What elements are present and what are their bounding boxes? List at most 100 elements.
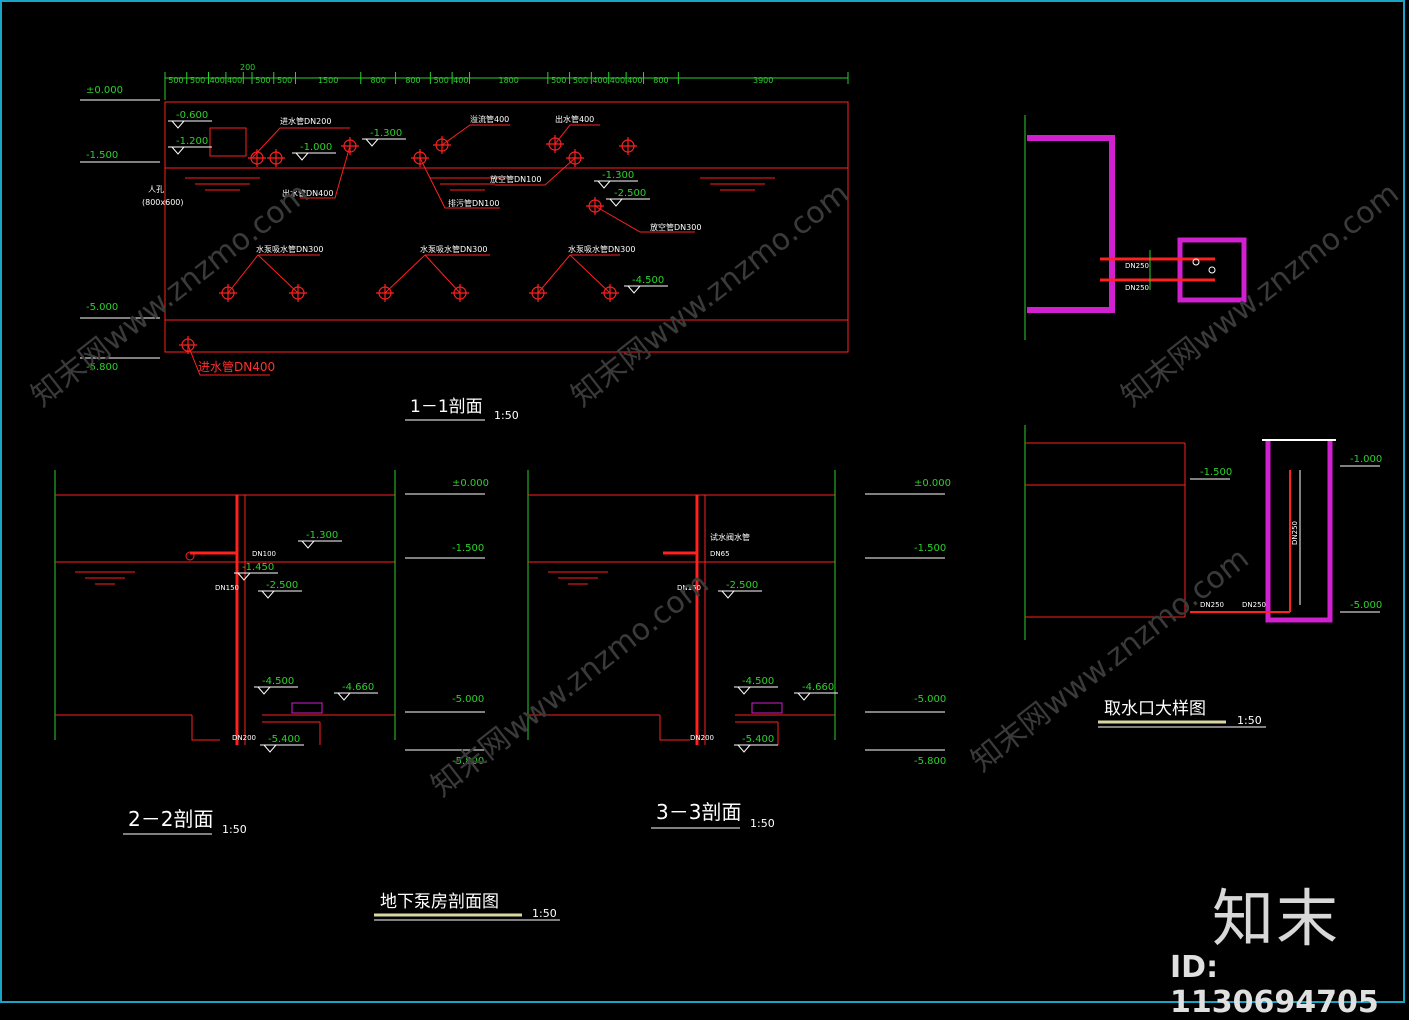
level-5000-22: -5.000 — [452, 694, 484, 705]
manhole-label: 人孔 — [148, 185, 164, 194]
manhole-size: (800x600) — [142, 198, 184, 207]
level-marker — [257, 686, 271, 695]
dim-label: 400 — [592, 76, 607, 85]
level-value: -5.400 — [268, 734, 300, 745]
level-value: -4.500 — [632, 275, 664, 286]
level-value: -1.300 — [370, 128, 402, 139]
level-1500: -1.500 — [86, 150, 118, 161]
level-marker — [263, 744, 277, 753]
level-marker — [721, 590, 735, 599]
dim-label: 500 — [168, 76, 183, 85]
pipe-label: 出水管DN400 — [282, 188, 333, 198]
dn-label: DN65 — [710, 550, 730, 558]
pipe-label: 排污管DN100 — [448, 198, 499, 208]
level-value: -1.000 — [300, 142, 332, 153]
section-3-3: 试水阀水管 -2.500-4.500-4.660-5.400DN65DN150D… — [527, 470, 951, 830]
level-marker — [295, 152, 309, 161]
level-5800-22: -5.800 — [452, 756, 484, 767]
dn-label: DN150 — [677, 584, 701, 592]
dim-label: 400 — [210, 76, 225, 85]
intake-title: 取水口大样图 — [1104, 699, 1206, 719]
level-marker — [301, 540, 315, 549]
level-marker — [737, 744, 751, 753]
level-5800: -5.800 — [86, 362, 118, 373]
level-value: -2.500 — [266, 580, 298, 591]
section-2-2: -1.300-1.450-2.500-4.500-4.660-5.400DN10… — [54, 470, 489, 836]
section-2-2-scale: 1:50 — [222, 823, 247, 836]
valve-label: 试水阀水管 — [710, 532, 750, 542]
level-value: -1.200 — [176, 136, 208, 147]
dim-label: 200 — [240, 63, 255, 72]
dn-label: DN200 — [690, 734, 714, 742]
level-marker — [597, 180, 611, 189]
level-5000: -5.000 — [86, 302, 118, 313]
level-marker — [171, 146, 185, 155]
dim-label: 3900 — [753, 76, 773, 85]
level-1500-22: -1.500 — [452, 543, 484, 554]
dim-label: 500 — [277, 76, 292, 85]
level-marker — [797, 692, 811, 701]
section-1-1-scale: 1:50 — [494, 409, 519, 422]
level-value: -4.660 — [802, 682, 834, 693]
intake-scale: 1:50 — [1237, 714, 1262, 727]
pipe-label: 水泵吸水管DN300 — [256, 244, 323, 254]
watermark-logo: 知末 — [1212, 882, 1341, 955]
drawing-scale: 1:50 — [532, 907, 557, 920]
level-marker — [609, 198, 623, 207]
level-marker — [337, 692, 351, 701]
dn-label: DN100 — [252, 550, 276, 558]
pipe-label: 进水管DN200 — [280, 116, 331, 126]
intake-level-3: -5.000 — [1350, 600, 1382, 611]
intake-dn-4: DN250 — [1242, 601, 1266, 609]
level-5000-33: -5.000 — [914, 694, 946, 705]
intake-level-2: -1.000 — [1350, 454, 1382, 465]
level-value: -5.400 — [742, 734, 774, 745]
level-5800-33: -5.800 — [914, 756, 946, 767]
watermark-id: ID: 1130694705 — [1170, 950, 1379, 1020]
section-2-2-title: 2－2剖面 — [128, 807, 213, 831]
level-value: -2.500 — [726, 580, 758, 591]
section-1-1-title: 1－1剖面 — [410, 397, 483, 417]
level-value: -4.660 — [342, 682, 374, 693]
pipe-label: 进水管DN400 — [198, 359, 275, 374]
level-marker — [237, 572, 251, 581]
level-marker — [171, 120, 185, 129]
level-value: -0.600 — [176, 110, 208, 121]
intake-dn-2: DN250 — [1125, 284, 1149, 292]
dim-label: 800 — [371, 76, 386, 85]
intake-dn-1: DN250 — [1125, 262, 1149, 270]
level-0: ±0.000 — [86, 85, 123, 96]
level-value: -1.450 — [242, 562, 274, 573]
level-value: -2.500 — [614, 188, 646, 199]
level-value: -1.300 — [602, 170, 634, 181]
intake-detail: DN250 DN250 DN250 DN250 DN250 -1.500 -1.… — [1024, 115, 1382, 728]
level-marker — [627, 285, 641, 294]
section-3-3-scale: 1:50 — [750, 817, 775, 830]
dim-label: 500 — [573, 76, 588, 85]
intake-dn-5: DN250 — [1291, 521, 1299, 545]
dn-label: DN150 — [215, 584, 239, 592]
level-0-22: ±0.000 — [452, 478, 489, 489]
section-3-3-title: 3－3剖面 — [656, 800, 741, 824]
intake-dn-3: DN250 — [1200, 601, 1224, 609]
level-marker — [365, 138, 379, 147]
dim-label: 400 — [610, 76, 625, 85]
level-marker — [737, 686, 751, 695]
dim-label: 500 — [255, 76, 270, 85]
level-marker — [261, 590, 275, 599]
level-0-33: ±0.000 — [914, 478, 951, 489]
pipe-label: 水泵吸水管DN300 — [568, 244, 635, 254]
dim-label: 400 — [627, 76, 642, 85]
level-value: -4.500 — [262, 676, 294, 687]
dim-label: 1800 — [498, 76, 518, 85]
drawing-title: 地下泵房剖面图 — [380, 892, 499, 912]
pipe-label: 水泵吸水管DN300 — [420, 244, 487, 254]
dim-label: 800 — [405, 76, 420, 85]
dn-label: DN200 — [232, 734, 256, 742]
pipe-label: 放空管DN100 — [490, 174, 541, 184]
pipe-label: 溢流管400 — [470, 114, 509, 124]
dim-label: 500 — [190, 76, 205, 85]
dim-label: 400 — [227, 76, 242, 85]
